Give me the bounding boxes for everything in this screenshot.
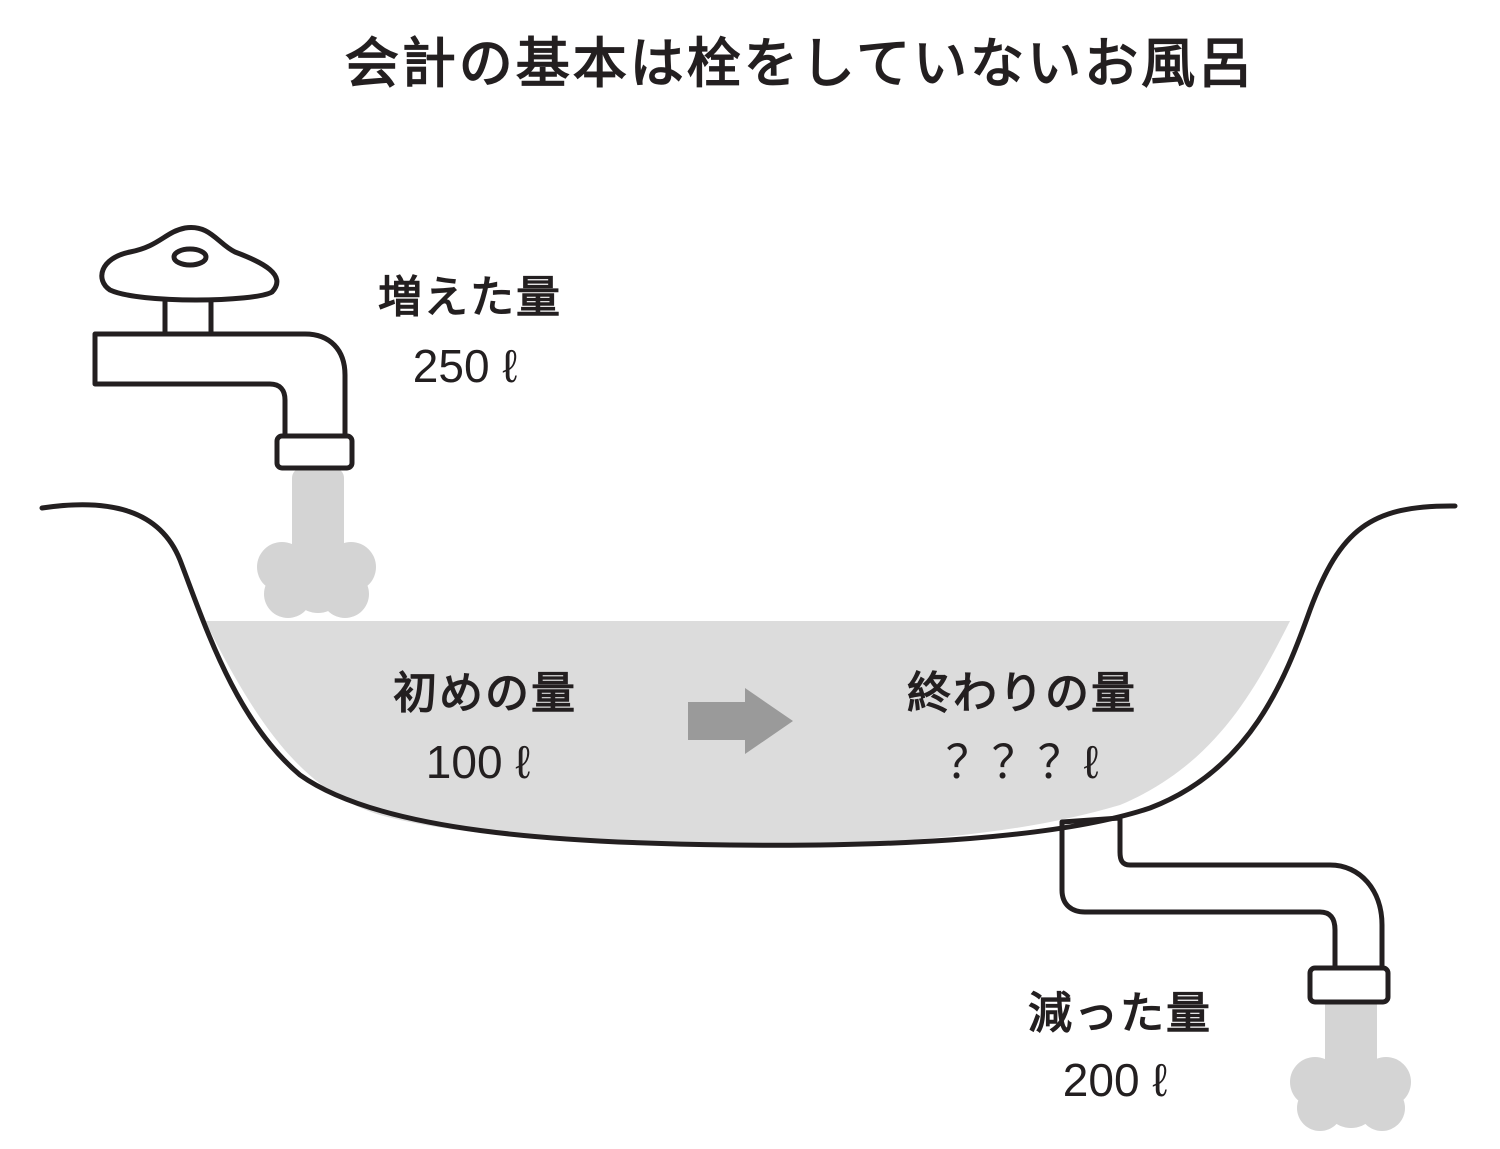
final-label: 終わりの量	[907, 668, 1137, 719]
outflow-value: 200 ℓ	[1063, 1054, 1168, 1106]
initial-label: 初めの量	[393, 668, 577, 719]
initial-value: 100 ℓ	[426, 736, 531, 788]
inflow-label: 増えた量	[378, 272, 562, 323]
arrow-right-icon	[688, 688, 793, 754]
drain-pipe-icon	[1059, 815, 1391, 1005]
faucet-icon	[92, 225, 355, 471]
outflow-label: 減った量	[1028, 988, 1212, 1039]
final-value: ？？？ℓ	[946, 736, 1099, 788]
inflow-water-stream	[257, 468, 376, 618]
bathtub-icon	[39, 502, 1458, 848]
outflow-water-stream	[1290, 995, 1411, 1131]
inflow-value: 250 ℓ	[413, 340, 518, 392]
diagram-title: 会計の基本は栓をしていないお風呂	[345, 32, 1255, 95]
